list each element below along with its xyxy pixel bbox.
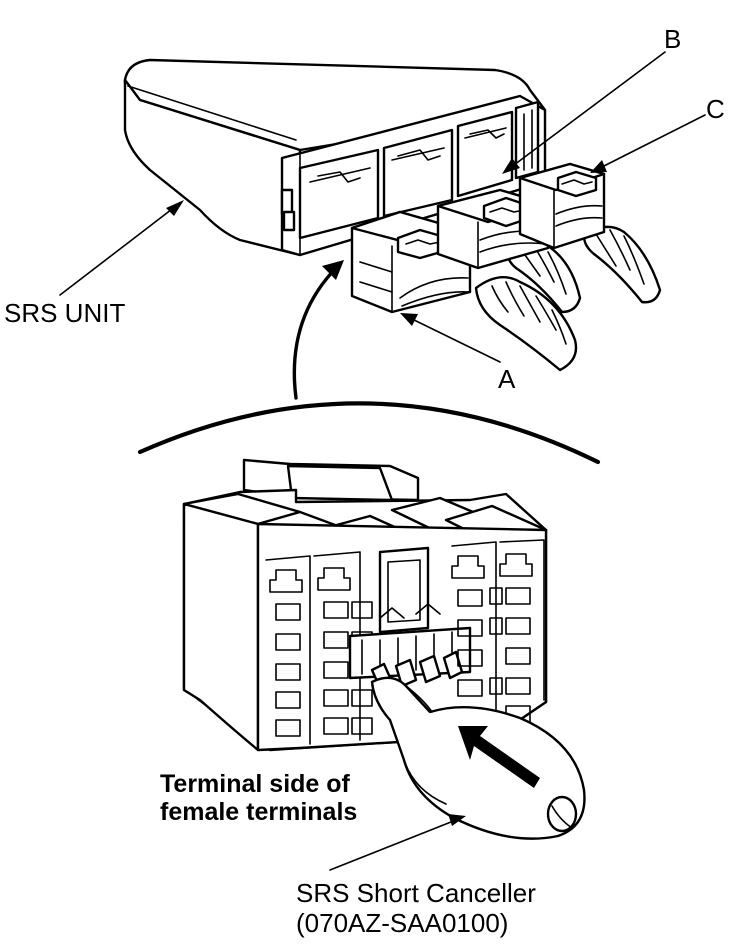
curved-arrowhead <box>322 260 344 280</box>
srs-unit-box <box>123 58 547 257</box>
canceller-line2: (070AZ-SAA0100) <box>296 908 509 938</box>
connector-c <box>518 162 662 304</box>
canceller-label: SRS Short Canceller (070AZ-SAA0100) <box>296 878 536 938</box>
srs-unit-label: SRS UNIT <box>4 298 126 328</box>
connector-a-label: A <box>498 364 516 394</box>
enlarged-connector <box>182 458 548 752</box>
b-arrowhead <box>502 158 520 174</box>
connector-b-label: B <box>664 24 682 54</box>
canceller-arrowhead <box>448 814 466 826</box>
terminal-center-block <box>348 546 472 690</box>
canceller-leader <box>329 814 466 871</box>
terminal-side-line1: Terminal side of <box>160 770 350 798</box>
terminal-side-line2: female terminals <box>160 798 358 826</box>
terminal-side-label: Terminal side of female terminals <box>160 770 357 826</box>
tool-direction-arrow <box>458 726 540 788</box>
c-arrowhead <box>590 160 607 173</box>
connector-c-label: C <box>706 94 725 124</box>
srs-short-canceller-tool <box>370 676 586 840</box>
leader-arrows <box>59 51 706 363</box>
srs-unit-arrowhead <box>166 200 184 216</box>
a-arrowhead <box>400 313 418 326</box>
magnify-indicator <box>137 260 601 465</box>
canceller-line1: SRS Short Canceller <box>296 878 536 908</box>
